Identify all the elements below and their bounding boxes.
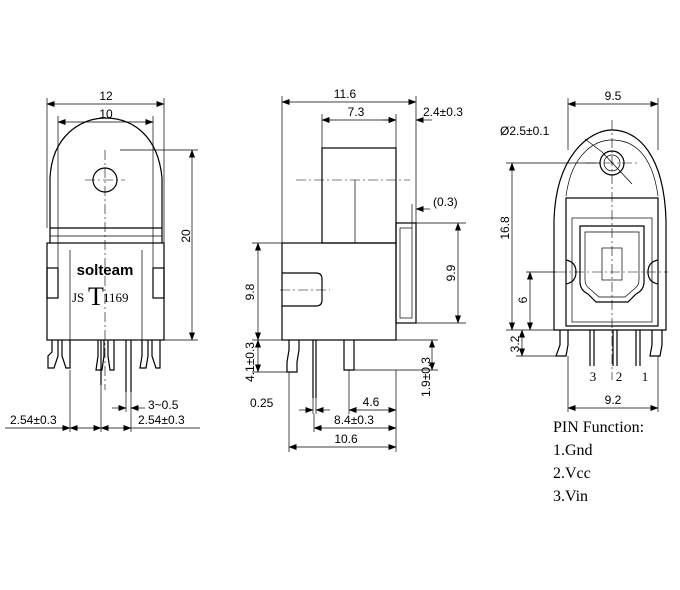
front-dim-width-inner: 10 [99, 107, 113, 121]
side-dim-pin-thickness: 0.25 [250, 396, 274, 410]
pin-function-item-3: 3.Vin [553, 488, 589, 505]
front-left-latch [46, 267, 59, 299]
front-brand-text: solteam [77, 262, 134, 279]
rear-dim-pin-length: 3.2 [508, 335, 522, 352]
front-dim-pin-gap: 3~0.5 [148, 398, 179, 412]
side-dim-pin-span: 8.4±0.3 [334, 413, 374, 427]
pin-function-legend: PIN Function: 1.Gnd 2.Vcc 3.Vin [553, 417, 678, 508]
front-dim-height: 20 [179, 229, 193, 243]
side-port [395, 222, 417, 324]
side-dim-port-height: 9.9 [444, 264, 458, 281]
side-tall-housing [321, 147, 397, 244]
rear-dim-pin-span: 9.2 [605, 393, 622, 407]
rear-pin-label-2: 2 [616, 369, 623, 384]
rear-port-housing [565, 197, 659, 327]
rear-dim-hole: Ø2.5±0.1 [500, 124, 550, 138]
side-dim-pin-spacing: 4.6 [363, 395, 380, 409]
side-pins [286, 340, 355, 398]
rear-pin-label-3: 3 [590, 369, 597, 384]
rear-optical-socket [579, 225, 645, 303]
side-dim-lower-height: 9.8 [243, 283, 257, 300]
rear-dim-height: 16.8 [498, 216, 512, 240]
side-slot [282, 272, 323, 307]
front-mark-number: 1169 [103, 290, 129, 305]
front-view: solteam JS T 1169 12 10 20 [5, 89, 200, 432]
side-dim-pin-length-right: 1.9±0.3 [419, 357, 433, 397]
pin-function-title: PIN Function: [553, 419, 645, 436]
front-dim-pitch-left: 2.54±0.3 [10, 413, 57, 427]
rear-view: 3 2 1 9.5 Ø2.5±0.1 16.8 6 3.2 9.2 [498, 89, 668, 412]
pin-function-item-1: 1.Gnd [553, 442, 593, 459]
side-dim-pin-length-left: 4.1±0.3 [243, 342, 257, 382]
front-dim-pitch-right: 2.54±0.3 [138, 413, 185, 427]
side-dim-total-width: 11.6 [334, 87, 357, 101]
pin-function-item-2: 2.Vcc [553, 465, 591, 482]
side-dim-base: 10.6 [334, 432, 358, 446]
front-pins [47, 340, 161, 392]
side-view: 11.6 7.3 2.4±0.3 (0.3) 9.8 9.9 4.1±0.3 1… [243, 87, 466, 452]
side-lower-housing [281, 242, 397, 341]
rear-pins [555, 330, 663, 366]
front-mark-letter: T [88, 282, 104, 311]
rear-dim-port-offset: 6 [516, 296, 530, 303]
front-body-outline [49, 117, 163, 228]
front-mark-prefix: JS [72, 290, 84, 305]
rear-body-outline [553, 129, 667, 331]
front-dim-width-outer: 12 [99, 89, 113, 103]
rear-pin-label-1: 1 [642, 369, 649, 384]
side-dim-gap: (0.3) [433, 195, 458, 209]
front-right-latch [152, 267, 165, 299]
rear-dim-width: 9.5 [605, 89, 622, 103]
side-dim-front: 2.4±0.3 [423, 105, 463, 119]
side-dim-body: 7.3 [348, 105, 365, 119]
